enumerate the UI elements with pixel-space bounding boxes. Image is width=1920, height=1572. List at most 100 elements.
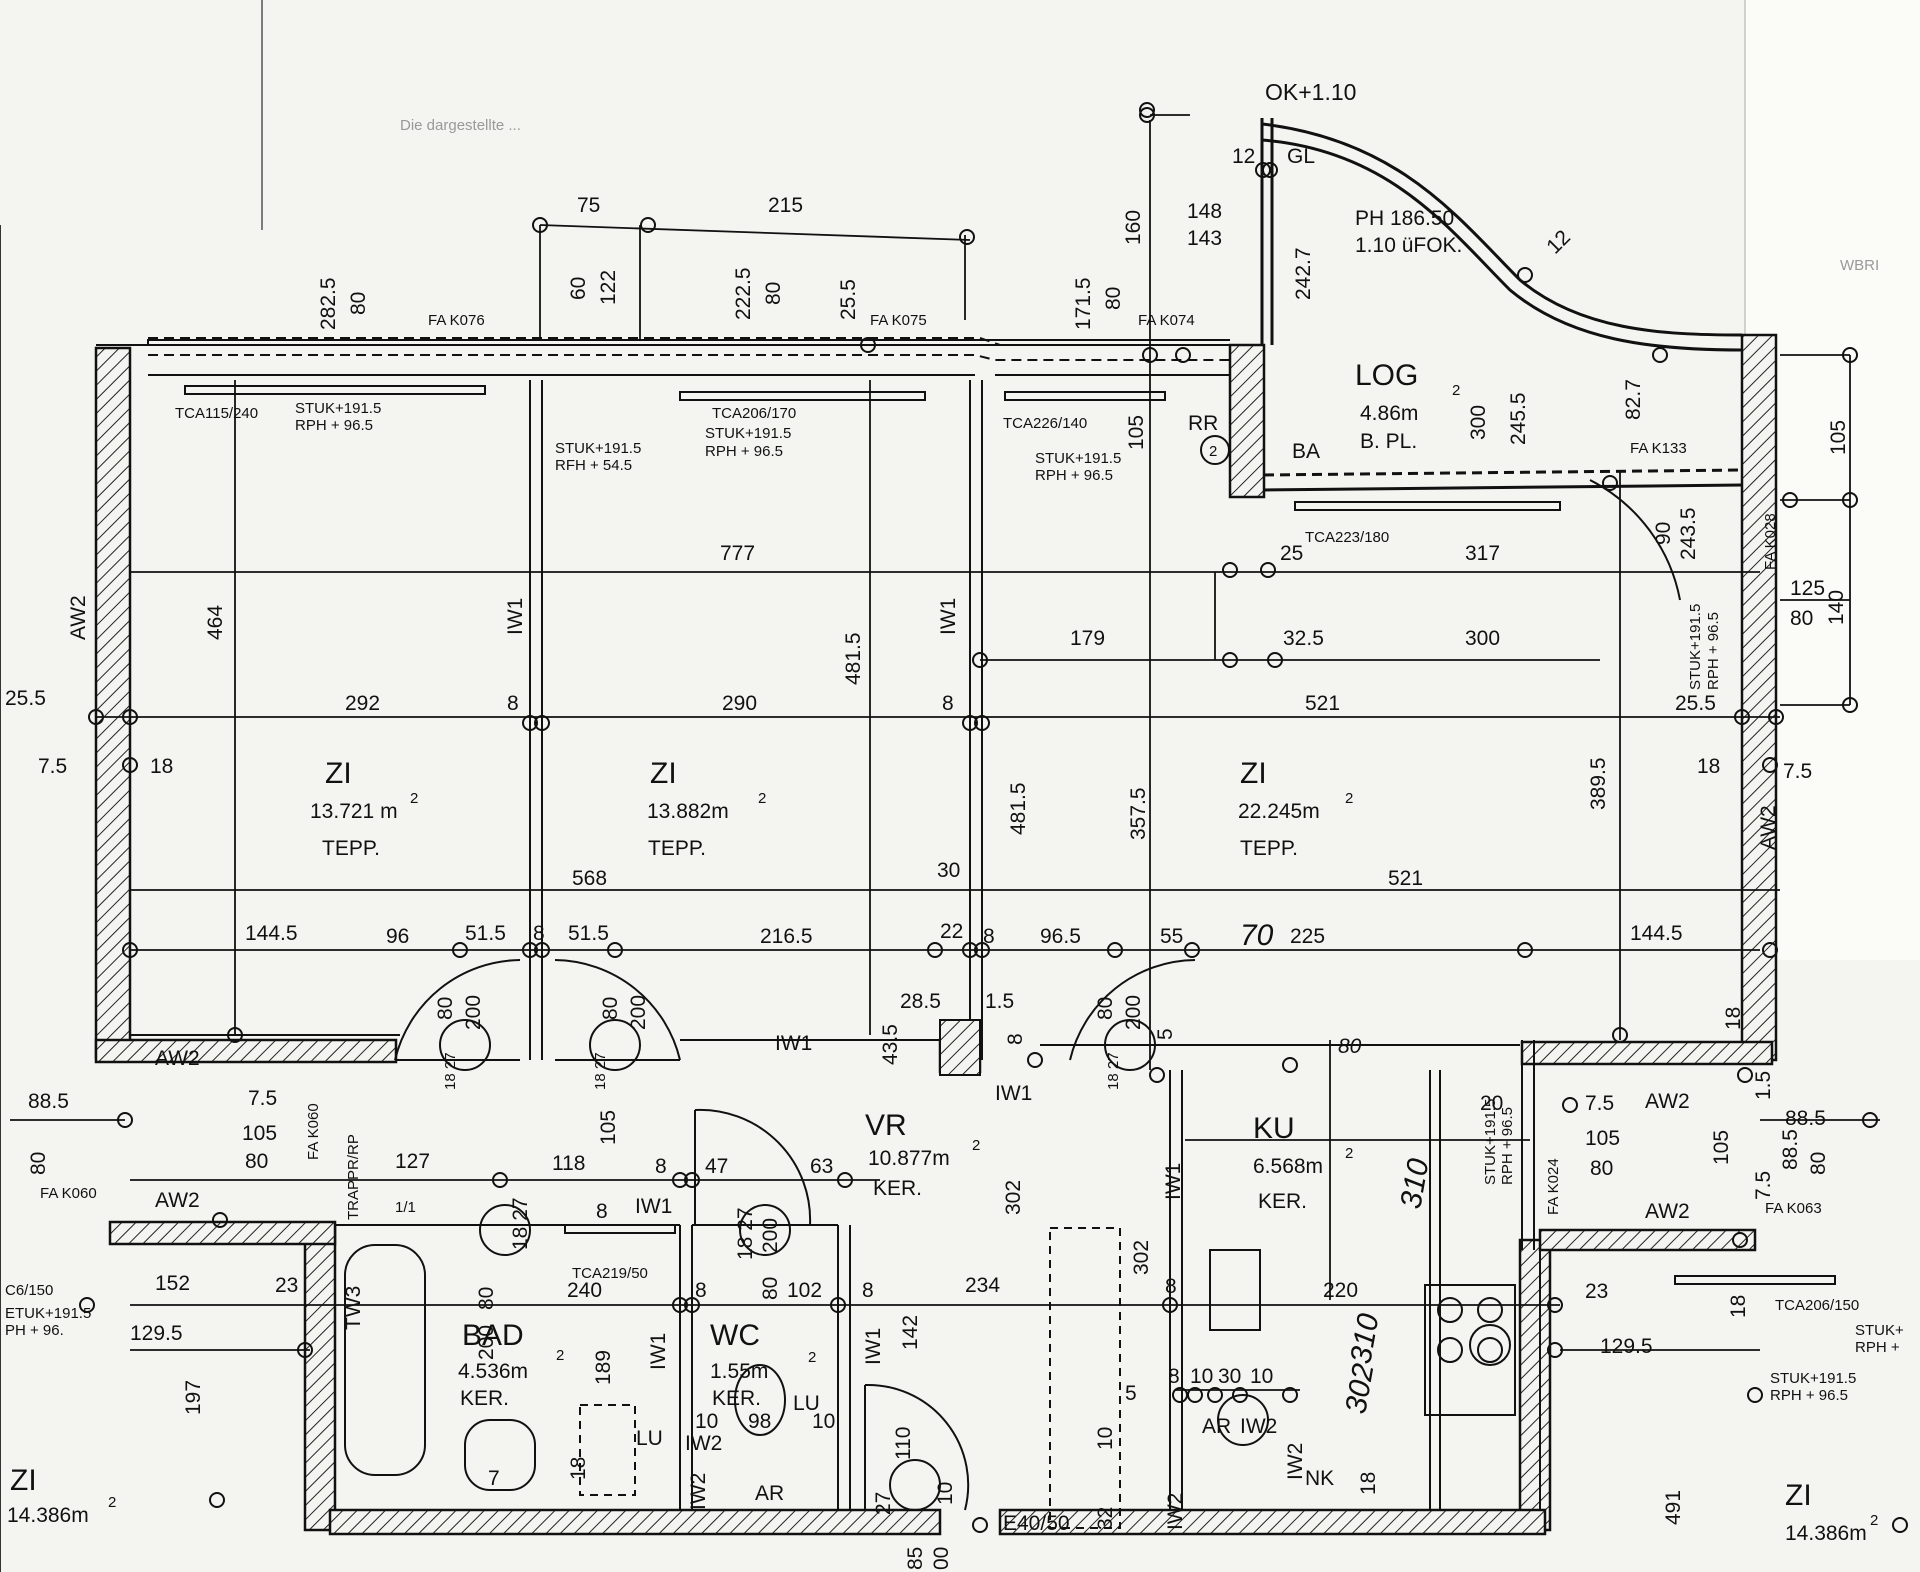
dim-110: 110	[892, 1427, 915, 1460]
room-ku-name: KU	[1253, 1112, 1295, 1145]
loggia-floor: B. PL.	[1360, 430, 1417, 453]
dim-96-5: 96.5	[1040, 925, 1081, 948]
dim-63: 63	[810, 1155, 833, 1178]
dim-47: 47	[705, 1155, 728, 1178]
dim-8b: 8	[942, 692, 954, 715]
dim-80b: 80	[1102, 287, 1125, 310]
vent-lu-b: LU	[636, 1427, 663, 1450]
dim-18c: 18	[1722, 1007, 1745, 1030]
tca-c6-150: C6/150	[5, 1282, 53, 1299]
dim-96: 96	[386, 925, 409, 948]
dim-85: 85	[904, 1547, 927, 1570]
faded-note: Die dargestellte ...	[400, 117, 521, 134]
dim-102: 102	[787, 1279, 822, 1302]
dim-220: 220	[1323, 1279, 1358, 1302]
dim-10e: 10	[1190, 1365, 1213, 1388]
rph-7: RPH + 96.5	[1770, 1387, 1848, 1404]
dim-1-1: 1/1	[395, 1199, 416, 1216]
dim-8-f2: 8	[596, 1200, 608, 1223]
wall-aw2-r3: AW2	[1645, 1200, 1690, 1223]
dim-222-5: 222.5	[732, 267, 755, 320]
wall-aw2-right: AW2	[1757, 805, 1780, 850]
tca-219-50: TCA219/50	[572, 1265, 648, 1282]
tca-115-240: TCA115/240	[175, 405, 258, 422]
dim-88-5b: 88.5	[1785, 1107, 1826, 1130]
e40-label: E40/50	[1003, 1512, 1070, 1535]
dim-160: 160	[1122, 210, 1145, 245]
dim-7-5b: 7.5	[1783, 760, 1812, 783]
loggia-sup: 2	[1452, 382, 1460, 399]
dim-00: 00	[930, 1547, 953, 1570]
dim-7: 7	[488, 1467, 500, 1490]
dim-5-box: 5	[1125, 1382, 1137, 1405]
dim-30: 30	[937, 859, 960, 882]
wall-iw1-e: IW1	[1162, 1163, 1185, 1200]
dim-242-7: 242.7	[1292, 247, 1315, 300]
fa-k0-v: FA K060	[305, 1103, 322, 1160]
interior-walls	[130, 380, 1541, 1510]
dim-179: 179	[1070, 627, 1105, 650]
dim-243-5: 243.5	[1677, 507, 1700, 560]
door-2-detail: 18 27	[592, 1052, 609, 1090]
wall-iw2-d: IW2	[1164, 1493, 1187, 1530]
dim-317: 317	[1465, 542, 1500, 565]
dim-125: 125	[1790, 577, 1825, 600]
rph-5: RPH + 96.5	[1705, 612, 1722, 690]
dim-90: 90	[1652, 522, 1675, 545]
ku-stuk: STUK+191.5	[1482, 1099, 1499, 1185]
door-3-width: 80	[1094, 997, 1117, 1020]
dim-80e: 80	[245, 1150, 268, 1173]
door-4-detail: 18 27	[509, 1197, 532, 1250]
dim-80a: 80	[762, 282, 785, 305]
dim-105a: 105	[1827, 420, 1850, 455]
wall-aw2-left: AW2	[67, 595, 90, 640]
dim-18f: 18	[1357, 1472, 1380, 1495]
door-3-detail: 18 27	[1105, 1052, 1122, 1090]
dim-8f: 8	[655, 1155, 667, 1178]
fa-k060: FA K060	[40, 1185, 97, 1202]
dim-225: 225	[1290, 925, 1325, 948]
dim-30b: 30	[1218, 1365, 1241, 1388]
room-zi-3-floor: TEPP.	[1240, 837, 1298, 860]
loggia-rr: RR	[1188, 412, 1218, 435]
dim-234: 234	[965, 1274, 1000, 1297]
dimension-nodes	[79, 102, 1908, 1533]
bathtub	[344, 1244, 426, 1476]
trapp-label: TRAPPR/RP	[345, 1134, 362, 1220]
ar-label-a: AR	[755, 1482, 784, 1505]
dim-171-5: 171.5	[1072, 277, 1095, 330]
dim-20: 20	[1480, 1092, 1503, 1115]
dim-18g: 18	[1727, 1295, 1750, 1318]
dim-10a: 10	[695, 1410, 718, 1433]
stuk-6: STUK+	[1855, 1322, 1904, 1339]
dim-216-5: 216.5	[760, 925, 813, 948]
dim-144-5b: 144.5	[1630, 922, 1683, 945]
dim-25-5c: 25.5	[1675, 692, 1716, 715]
dim-245-5: 245.5	[1507, 392, 1530, 445]
loggia-circle-2: 2	[1209, 443, 1217, 460]
dim-300b: 300	[1465, 627, 1500, 650]
stuk-1: STUK+191.5	[295, 400, 381, 417]
dim-32-5: 32.5	[1283, 627, 1324, 650]
ok-height-label: OK+1.10	[1265, 79, 1356, 105]
tca-223-180: TCA223/180	[1305, 529, 1389, 546]
rph-6: RPH +	[1855, 1339, 1900, 1356]
dim-302c-handwritten: 302	[1339, 1361, 1380, 1416]
nk-label: NK	[1305, 1467, 1334, 1490]
dim-8h: 8	[862, 1279, 874, 1302]
dim-80c: 80	[347, 292, 370, 315]
loggia-ph: PH 186.50	[1355, 207, 1454, 230]
dim-45: 5	[1154, 1028, 1177, 1040]
wall-iw1-a: IW1	[504, 598, 527, 635]
dim-80d: 80	[1790, 607, 1813, 630]
fa-k028: FA K028	[1762, 513, 1779, 570]
room-zi-left-name: ZI	[10, 1464, 37, 1497]
wall-aw2-r2: AW2	[1645, 1090, 1690, 1113]
room-bad-sup: 2	[556, 1347, 564, 1364]
stuk-7: STUK+191.5	[1770, 1370, 1856, 1387]
room-bad-name: BAD	[462, 1319, 524, 1352]
dim-80h: 80	[1807, 1152, 1830, 1175]
ar-label-b: AR	[1202, 1415, 1231, 1438]
dim-282-5: 282.5	[317, 277, 340, 330]
